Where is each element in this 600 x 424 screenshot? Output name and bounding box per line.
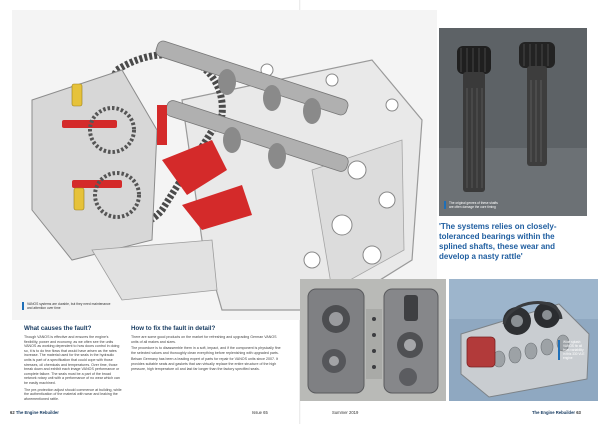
body-paragraph: The procedure is to disassemble them in … (131, 346, 281, 355)
section-heading-causes: What causes the fault? (24, 325, 92, 332)
pull-quote-line: splined shafts, these wear and (439, 242, 556, 251)
issue-label: Issue 65 (252, 410, 268, 415)
head-caption: Wide splash VANOS fix all from variabili… (558, 340, 596, 360)
head-caption-line: VANOS fix all (563, 344, 583, 348)
vanos-housing-image (300, 279, 446, 401)
engine-head-image (449, 279, 598, 401)
body-paragraph: There are some good products on the mark… (131, 335, 277, 344)
shafts-caption-line: are often damage the core timing (449, 205, 496, 209)
page-number-left: 62 (10, 410, 15, 415)
body-paragraph: Though VANOS is effective and ensures th… (24, 335, 120, 385)
body-paragraph: Beisan Germany has been a leading expert… (131, 357, 278, 371)
publication-name-left: The Engine Rebuilder (15, 410, 59, 415)
head-caption-line: Wide splash (563, 340, 581, 344)
splined-shafts-photo (439, 28, 587, 216)
hero-caption-line: and attention over time (27, 306, 61, 311)
footer-season: Summer 2019 (332, 410, 358, 415)
head-caption-line: in this 330 VLE (563, 352, 585, 356)
page-number-right: 63 (576, 410, 581, 415)
head-caption-line: from variability (563, 348, 584, 352)
pull-quote-line: develop a nasty rattle' (439, 252, 523, 261)
shafts-caption-line: The original genres of these shafts (449, 201, 498, 205)
article-column-causes: What causes the fault? Though VANOS is e… (24, 325, 122, 403)
footer-right: The Engine Rebuilder 63 (532, 410, 581, 415)
vanos-housing-photo (300, 279, 446, 401)
shafts-caption: The original genres of these shafts are … (444, 201, 534, 209)
body-paragraph: The pre-protection adjust should commenc… (24, 387, 122, 401)
season-label: Summer 2019 (332, 410, 359, 415)
pull-quote: 'The systems relies on closely- toleranc… (439, 222, 589, 262)
publication-name-right: The Engine Rebuilder (532, 410, 576, 415)
pull-quote-line: toleranced bearings within the (439, 232, 555, 241)
vanos-cutaway-illustration (12, 10, 437, 320)
hero-caption: VANOS systems are durable, but they need… (22, 302, 142, 311)
pull-quote-line: 'The systems relies on closely- (439, 222, 557, 231)
engine-cutaway-drawing (31, 40, 423, 311)
footer-issue: Issue 65 (252, 410, 268, 415)
head-caption-line: engine (563, 356, 573, 360)
engine-head-photo (449, 279, 598, 401)
splined-shafts-image (439, 28, 587, 216)
article-column-fix: How to fix the fault in detail? There ar… (131, 325, 283, 373)
section-heading-fix: How to fix the fault in detail? (131, 325, 216, 332)
hero-caption-line: VANOS systems are durable, but they need… (27, 302, 111, 306)
footer-left: 62 The Engine Rebuilder (10, 410, 59, 415)
